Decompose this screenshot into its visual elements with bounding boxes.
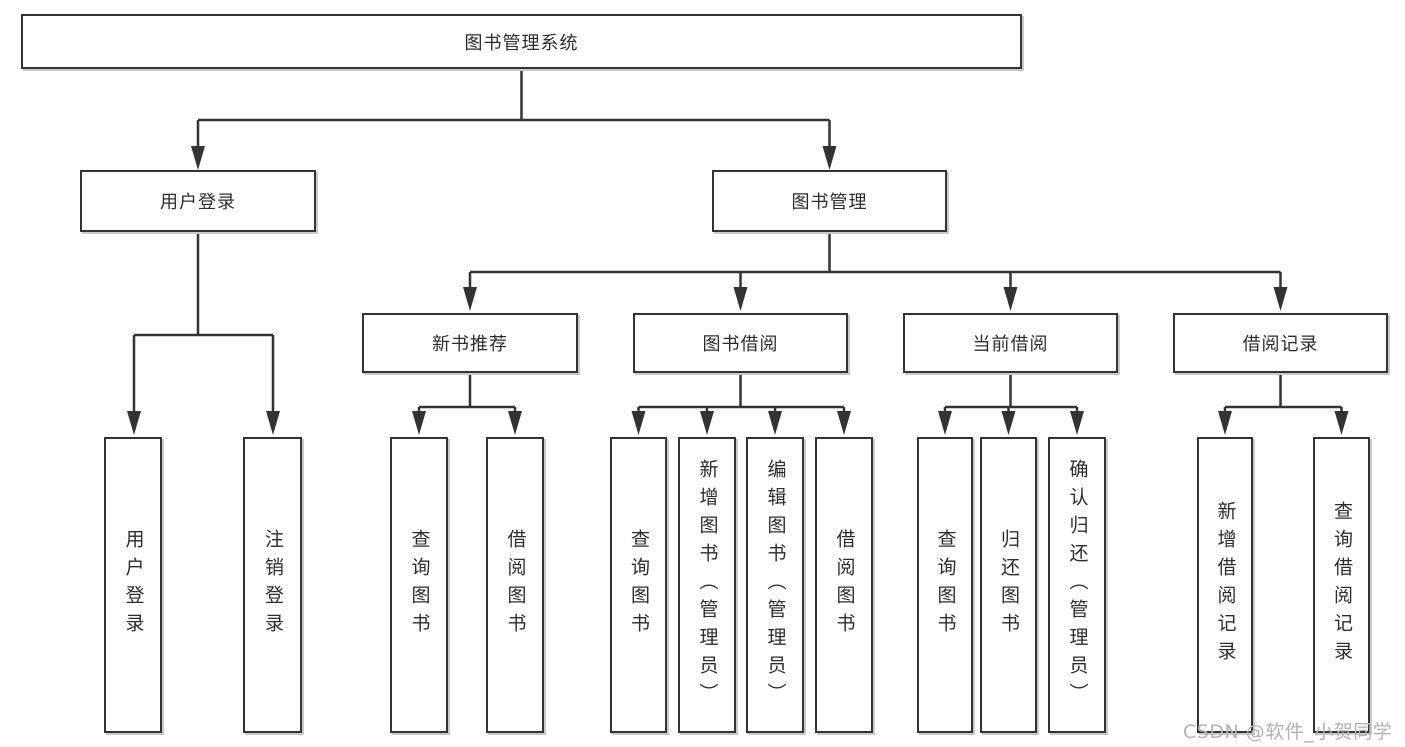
leaf-query-books-current: 查询图书 — [917, 437, 973, 733]
leaf-edit-books-admin-label: 编辑图书（管理员） — [764, 459, 787, 711]
leaf-borrow-books-recommend-label: 借阅图书 — [504, 529, 527, 641]
leaf-confirm-return-admin-label: 确认归还（管理员） — [1066, 459, 1089, 711]
node-current-borrowing-label: 当前借阅 — [972, 334, 1049, 355]
leaf-return-books: 归还图书 — [980, 437, 1037, 733]
leaf-edit-books-admin: 编辑图书（管理员） — [746, 437, 804, 733]
leaf-query-borrow-record-label: 查询借阅记录 — [1331, 501, 1353, 669]
leaf-logout-login-label: 注销登录 — [262, 529, 284, 641]
leaf-add-books-admin: 新增图书（管理员） — [678, 437, 736, 733]
leaf-add-borrow-record-label: 新增借阅记录 — [1214, 501, 1237, 669]
node-user-login-label: 用户登录 — [160, 192, 236, 213]
leaf-query-books-current-label: 查询图书 — [934, 529, 957, 641]
leaf-borrow-books-borrowing: 借阅图书 — [815, 437, 873, 733]
leaf-query-books-recommend: 查询图书 — [390, 437, 448, 733]
leaf-return-books-label: 归还图书 — [998, 529, 1020, 641]
node-book-borrowing: 图书借阅 — [633, 313, 848, 373]
node-borrow-records-label: 借阅记录 — [1242, 334, 1319, 355]
leaf-user-login: 用户登录 — [104, 437, 162, 733]
leaf-user-login-label: 用户登录 — [122, 529, 145, 641]
watermark: CSDN @软件_小贺同学 — [1183, 721, 1393, 743]
node-book-management-label: 图书管理 — [791, 192, 868, 213]
node-new-book-recommend-label: 新书推荐 — [432, 334, 508, 355]
node-new-book-recommend: 新书推荐 — [362, 313, 578, 373]
node-book-management: 图书管理 — [712, 170, 947, 232]
node-user-login: 用户登录 — [80, 170, 316, 232]
leaf-borrow-books-recommend: 借阅图书 — [486, 437, 544, 733]
leaf-borrow-books-borrowing-label: 借阅图书 — [833, 529, 856, 641]
leaf-add-borrow-record: 新增借阅记录 — [1197, 437, 1253, 733]
node-book-borrowing-label: 图书借阅 — [702, 334, 779, 355]
leaf-logout-login: 注销登录 — [243, 437, 302, 733]
leaf-add-books-admin-label: 新增图书（管理员） — [696, 459, 719, 711]
leaf-query-books-borrowing: 查询图书 — [610, 437, 667, 733]
node-borrow-records: 借阅记录 — [1173, 313, 1388, 373]
node-library-system: 图书管理系统 — [21, 14, 1022, 69]
leaf-query-borrow-record: 查询借阅记录 — [1313, 437, 1370, 733]
node-current-borrowing: 当前借阅 — [903, 313, 1118, 373]
leaf-query-books-recommend-label: 查询图书 — [408, 529, 431, 641]
node-library-system-label: 图书管理系统 — [464, 32, 579, 54]
leaf-query-books-borrowing-label: 查询图书 — [628, 529, 650, 641]
leaf-confirm-return-admin: 确认归还（管理员） — [1048, 437, 1106, 733]
